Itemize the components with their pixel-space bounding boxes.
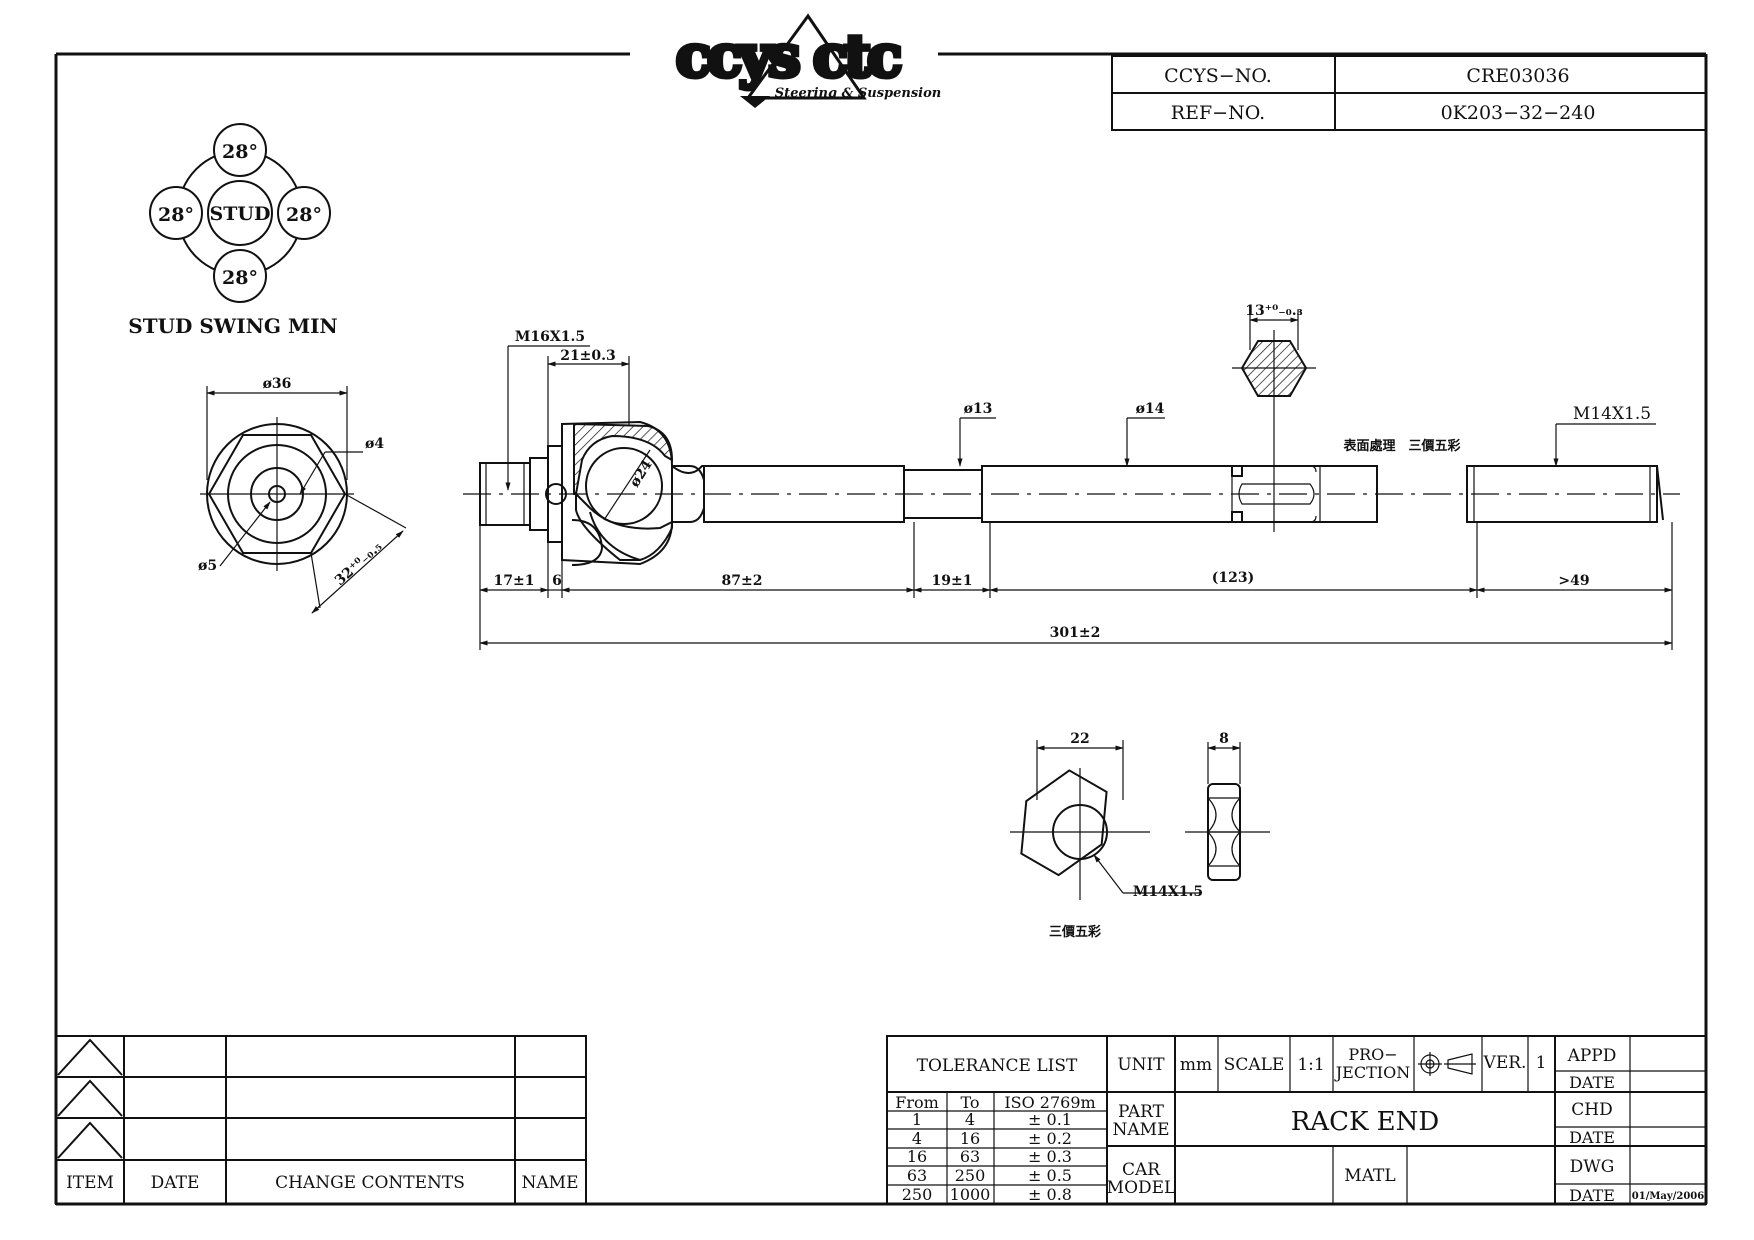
nut-thread: M14X1.5 — [1133, 884, 1203, 900]
part-name-label-1: PART — [1118, 1102, 1165, 1122]
dim-123: (123) — [1212, 570, 1254, 586]
tol-row-5-tol: ± 0.8 — [1028, 1185, 1072, 1204]
projection-symbol-icon — [1418, 1052, 1476, 1076]
dim-m16: M16X1.5 — [515, 329, 585, 345]
ver-label: VER. — [1483, 1053, 1527, 1073]
surface-note: 表面處理 三價五彩 — [1342, 438, 1460, 454]
nut-width: 22 — [1070, 731, 1089, 747]
dim-21: 21±0.3 — [560, 348, 616, 364]
tol-row-1-tol: ± 0.1 — [1028, 1110, 1072, 1129]
dwg-date-value: 01/May/2006 — [1632, 1191, 1704, 1202]
appd-date-label: DATE — [1569, 1073, 1615, 1092]
stud-angle-top: 28° — [222, 141, 258, 163]
part-number-table: CCYS−NO. CRE03036 REF−NO. 0K203−32−240 — [1111, 55, 1707, 131]
unit-value: mm — [1180, 1055, 1212, 1075]
tol-row-1-from: 1 — [912, 1110, 922, 1129]
tol-row-2-from: 4 — [912, 1129, 922, 1148]
appd-label: APPD — [1567, 1046, 1617, 1066]
dim-6: 6 — [552, 573, 562, 589]
stud-swing-title: STUD SWING MIN — [128, 314, 337, 338]
stud-swing-diagram: STUD 28° 28° 28° 28° STUD SWING MIN — [128, 123, 338, 338]
dim-d36: ø36 — [263, 376, 292, 392]
tol-row-3-from: 16 — [907, 1147, 927, 1166]
tolerance-title: TOLERANCE LIST — [917, 1056, 1078, 1076]
dim-d4: ø4 — [365, 436, 384, 452]
part-name-value: RACK END — [1291, 1107, 1440, 1137]
revision-table: ITEM DATE CHANGE CONTENTS NAME — [55, 1035, 587, 1205]
dim-d24: ø24 — [627, 457, 656, 490]
stud-angle-left: 28° — [158, 204, 194, 226]
tol-header-iso: ISO 2769m — [1004, 1093, 1095, 1112]
tol-row-3-to: 63 — [960, 1147, 980, 1166]
ref-no-label: REF−NO. — [1171, 102, 1265, 124]
brand-logo: ccys ctc Steering & Suspension — [673, 13, 941, 108]
unit-label: UNIT — [1117, 1055, 1165, 1075]
tol-row-1-to: 4 — [965, 1110, 975, 1129]
dim-d14: ø14 — [1136, 401, 1165, 417]
nut-views: 22 M14X1.5 三價五彩 8 — [1010, 731, 1270, 940]
stud-angle-bottom: 28° — [222, 267, 258, 289]
rev-header-item: ITEM — [66, 1173, 114, 1193]
dim-17: 17±1 — [494, 573, 535, 589]
tol-row-4-to: 250 — [955, 1166, 986, 1185]
tol-row-4-tol: ± 0.5 — [1028, 1166, 1072, 1185]
tol-row-5-from: 250 — [902, 1185, 933, 1204]
scale-label: SCALE — [1224, 1055, 1285, 1075]
dwg-label: DWG — [1570, 1157, 1615, 1177]
dim-d13: ø13 — [964, 401, 993, 417]
tol-row-5-to: 1000 — [950, 1185, 991, 1204]
ccys-no-label: CCYS−NO. — [1164, 65, 1272, 87]
scale-value: 1:1 — [1297, 1055, 1324, 1075]
dim-overall: 301±2 — [1050, 625, 1101, 641]
chd-label: CHD — [1571, 1100, 1612, 1120]
stud-label: STUD — [210, 203, 271, 225]
rack-end-side-view: ø24 13⁺⁰₋₀.₃ M16X1.5 21±0.3 — [463, 303, 1680, 650]
ver-value: 1 — [1536, 1053, 1547, 1073]
tol-header-from: From — [895, 1093, 939, 1112]
tol-row-4-from: 63 — [907, 1166, 927, 1185]
end-view: ø36 ø4 ø5 32⁺⁰₋₀.₅ — [198, 376, 407, 614]
rev-header-name: NAME — [522, 1173, 579, 1193]
dim-m14-right: M14X1.5 — [1573, 404, 1651, 424]
logo-tagline: Steering & Suspension — [775, 86, 941, 101]
stud-angle-right: 28° — [286, 204, 322, 226]
car-model-label-1: CAR — [1122, 1160, 1161, 1180]
tol-header-to: To — [960, 1093, 979, 1112]
svg-text:ccys ctc: ccys ctc — [676, 22, 900, 90]
title-block: TOLERANCE LIST From To ISO 2769m 1 4 ± 0… — [886, 1035, 1707, 1205]
nut-thickness: 8 — [1219, 731, 1229, 747]
dim-hex32: 32⁺⁰₋₀.₅ — [332, 539, 385, 589]
matl-label: MATL — [1344, 1166, 1395, 1186]
projection-label-1: PRO− — [1348, 1045, 1397, 1064]
dim-19: 19±1 — [932, 573, 973, 589]
rev-header-date: DATE — [151, 1173, 200, 1193]
dim-87: 87±2 — [722, 573, 763, 589]
tol-row-2-to: 16 — [960, 1129, 980, 1148]
tol-row-3-tol: ± 0.3 — [1028, 1147, 1072, 1166]
dim-hex13: 13⁺⁰₋₀.₃ — [1245, 303, 1303, 319]
ccys-no-value: CRE03036 — [1466, 65, 1569, 87]
tol-row-2-tol: ± 0.2 — [1028, 1129, 1072, 1148]
ref-no-value: 0K203−32−240 — [1441, 102, 1596, 124]
chd-date-label: DATE — [1569, 1128, 1615, 1147]
car-model-label-2: MODEL — [1107, 1178, 1176, 1198]
part-name-label-2: NAME — [1113, 1120, 1170, 1140]
rev-header-change: CHANGE CONTENTS — [275, 1173, 465, 1193]
dim-d5: ø5 — [198, 558, 217, 574]
tolerance-rows: 1 4 ± 0.1 4 16 ± 0.2 16 63 ± 0.3 63 250 … — [902, 1110, 1072, 1204]
nut-note: 三價五彩 — [1049, 924, 1101, 940]
projection-label-2: JECTION — [1334, 1063, 1410, 1082]
dwg-date-label: DATE — [1569, 1186, 1615, 1205]
dim-49: >49 — [1558, 573, 1589, 589]
